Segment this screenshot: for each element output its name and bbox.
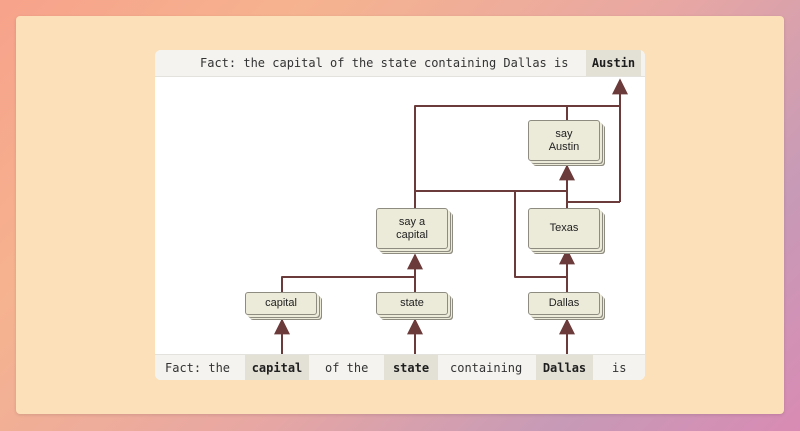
input-token-state: state — [384, 355, 438, 380]
output-prompt-text: Fact: the capital of the state containin… — [200, 56, 569, 70]
input-token: of the — [325, 361, 369, 375]
edge-say-a-capital-to-say-austin — [414, 190, 567, 208]
input-token-capital: capital — [245, 355, 309, 380]
input-prompt: Fact: the capital of the state containin… — [155, 354, 645, 380]
edge-capital-to-say-a-capital — [281, 276, 415, 292]
edge-say-a-capital-to-austin — [414, 105, 620, 208]
input-token: Fact: the — [165, 361, 231, 375]
node-state: state — [376, 292, 448, 315]
output-token-austin: Austin — [586, 50, 641, 76]
node-say-a-capital: say a capital — [376, 208, 448, 249]
node-texas: Texas — [528, 208, 600, 249]
node-dallas: Dallas — [528, 292, 600, 315]
attribution-graph: Fact: the capital of the state containin… — [155, 50, 645, 380]
input-token: is — [612, 361, 627, 375]
graph-edges — [274, 78, 628, 354]
node-capital: capital — [245, 292, 317, 315]
input-token: containing — [450, 361, 523, 375]
output-prompt: Fact: the capital of the state containin… — [155, 50, 645, 77]
input-token-dallas: Dallas — [536, 355, 593, 380]
edge-say-austin-to-austin — [566, 105, 620, 120]
node-say-austin: say Austin — [528, 120, 600, 161]
